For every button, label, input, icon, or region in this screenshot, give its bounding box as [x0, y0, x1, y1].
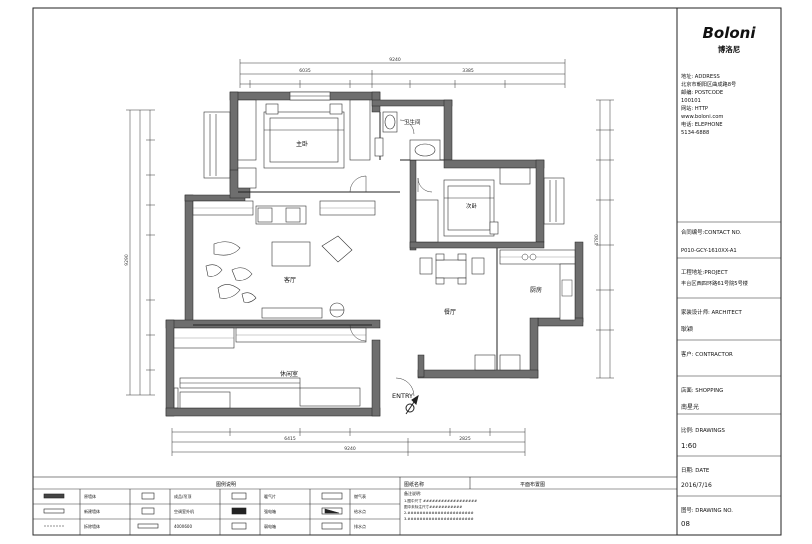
- label-living-room: 客厅: [284, 276, 296, 284]
- dining-furniture: [419, 253, 485, 285]
- legend-item-9: 弱电箱: [264, 523, 276, 529]
- client-label: 客户: CONTRACTOR: [681, 352, 733, 358]
- dim-top-a: 6035: [299, 68, 311, 74]
- master-bed: [263, 103, 345, 169]
- phone-value: 5134-6888: [681, 130, 710, 136]
- drawing-no-label: 图号: DRAWING NO.: [681, 508, 733, 514]
- symbol-ceiling: [141, 492, 155, 500]
- entry-arrow: [405, 394, 419, 415]
- legend-item-4: 成品/吊顶: [174, 493, 191, 499]
- date-label: 日期: DATE: [681, 468, 710, 474]
- shop-label: 店面: SHOPPING: [681, 388, 724, 394]
- scale-value: 1:60: [681, 442, 697, 450]
- legend-item-6: 400X600: [174, 524, 192, 529]
- label-kitchen: 厨房: [530, 286, 542, 294]
- legend-item-12: 排水点: [354, 523, 366, 529]
- cabinet-hatching: [174, 207, 575, 339]
- legend-item-5: 空调室外机: [174, 508, 194, 514]
- date-value: 2016/7/16: [681, 482, 712, 489]
- symbol-weak-box: [231, 522, 247, 530]
- room-labels: 主卧 卫生间 次卧 客厅 餐厅 厨房 休闲室 ENTRY: [280, 118, 542, 400]
- sheet-border: [32, 7, 782, 536]
- website-label: 网站: HTTP: [681, 106, 709, 112]
- title-block: Boloni 博洛尼 地址: ADDRESS 北京市朝阳区曲成路8号 邮编: P…: [677, 8, 781, 534]
- legend-title: 图例说明: [216, 481, 236, 488]
- drawing-name-value: 平面布置图: [520, 481, 545, 488]
- drawing-name-label: 图纸名称: [404, 481, 424, 488]
- title-block-lines: [677, 221, 781, 497]
- address-label: 地址: ADDRESS: [681, 74, 720, 80]
- legend-symbols: [43, 492, 343, 530]
- legend-item-1: 原墙体: [84, 493, 96, 499]
- legend-table: [32, 476, 678, 536]
- legend-item-3: 拆除墙体: [84, 523, 100, 529]
- symbol-new-wall: [43, 508, 65, 514]
- legend-item-10: 燃气表: [354, 493, 366, 499]
- postcode-label: 邮编: POSTCODE: [681, 90, 724, 96]
- dimension-labels: 9240 6035 3385 9290 4780 9240 6415 2825: [124, 57, 600, 452]
- symbol-radiator: [231, 492, 247, 500]
- label-leisure-room: 休闲室: [280, 370, 298, 378]
- contract-value: P010-GCY-1610XX-A1: [681, 248, 737, 254]
- dim-bottom-total: 9240: [344, 446, 356, 452]
- shop-value: 南星光: [681, 404, 700, 411]
- walls: [165, 91, 584, 417]
- drawing-no-value: 08: [681, 520, 690, 528]
- label-master-bedroom: 主卧: [296, 140, 308, 148]
- brand-logo: Boloni: [702, 24, 756, 42]
- living-furniture: [205, 205, 353, 319]
- symbol-original-wall: [43, 493, 65, 499]
- partitions: [193, 112, 498, 370]
- legend-labels: 图例说明 原墙体 新建墙体 拆除墙体 成品/吊顶 空调室外机 400X600 暖…: [84, 481, 545, 529]
- symbol-size: [137, 523, 159, 529]
- designer-value: 耿颖: [681, 326, 694, 333]
- phone-label: 电话: ELEPHONE: [681, 122, 723, 128]
- address-value: 北京市朝阳区曲成路8号: [681, 82, 737, 88]
- symbol-power-box: [231, 507, 247, 515]
- dim-left-total: 9290: [124, 254, 130, 266]
- designer-label: 家装设计师: ARCHITECT: [681, 310, 742, 316]
- project-label: 工程地址:PROJECT: [681, 270, 728, 276]
- website-value: www.boloni.com: [681, 114, 724, 120]
- doors: [349, 119, 433, 397]
- notes-title: 备注说明:: [404, 490, 421, 496]
- dim-top-total: 9240: [389, 57, 401, 63]
- note-1: 1.图中尺寸 ##################: [404, 498, 477, 503]
- note-3: 2.######################: [404, 511, 474, 515]
- postcode-value: 100101: [681, 98, 701, 104]
- note-4: 3.######################: [404, 517, 474, 521]
- label-dining-room: 餐厅: [444, 308, 456, 316]
- windows: [173, 91, 565, 409]
- symbol-ac: [141, 507, 155, 515]
- dim-top-b: 3385: [462, 68, 474, 74]
- kitchen-fixtures: [521, 253, 573, 297]
- dim-bottom-a: 6415: [284, 436, 296, 442]
- label-entry: ENTRY: [392, 392, 413, 400]
- dim-bottom-b: 2825: [459, 436, 471, 442]
- label-bathroom: 卫生间: [404, 118, 421, 126]
- bathroom-fixtures: [374, 111, 441, 161]
- dimension-lines: [126, 59, 614, 456]
- symbol-water-out: [321, 522, 343, 530]
- project-value: 丰台区西四环路61号院5号楼: [681, 281, 748, 287]
- contract-label: 合同编号:CONTACT NO.: [681, 230, 742, 236]
- second-bed: [443, 179, 499, 237]
- dim-right: 4780: [594, 234, 600, 246]
- legend-item-7: 暖气片: [264, 493, 276, 499]
- label-second-bedroom: 次卧: [466, 202, 478, 210]
- note-2: 图中未标注尺寸###########: [404, 504, 462, 509]
- brand-name: 博洛尼: [717, 45, 741, 54]
- legend-item-2: 新建墙体: [84, 508, 100, 514]
- scale-label: 比例: DRAWINGS: [681, 428, 725, 434]
- legend-item-11: 给水点: [354, 508, 366, 514]
- symbol-gas-meter: [321, 492, 343, 500]
- leisure-furniture: [179, 377, 301, 389]
- legend-item-8: 强电箱: [264, 508, 276, 514]
